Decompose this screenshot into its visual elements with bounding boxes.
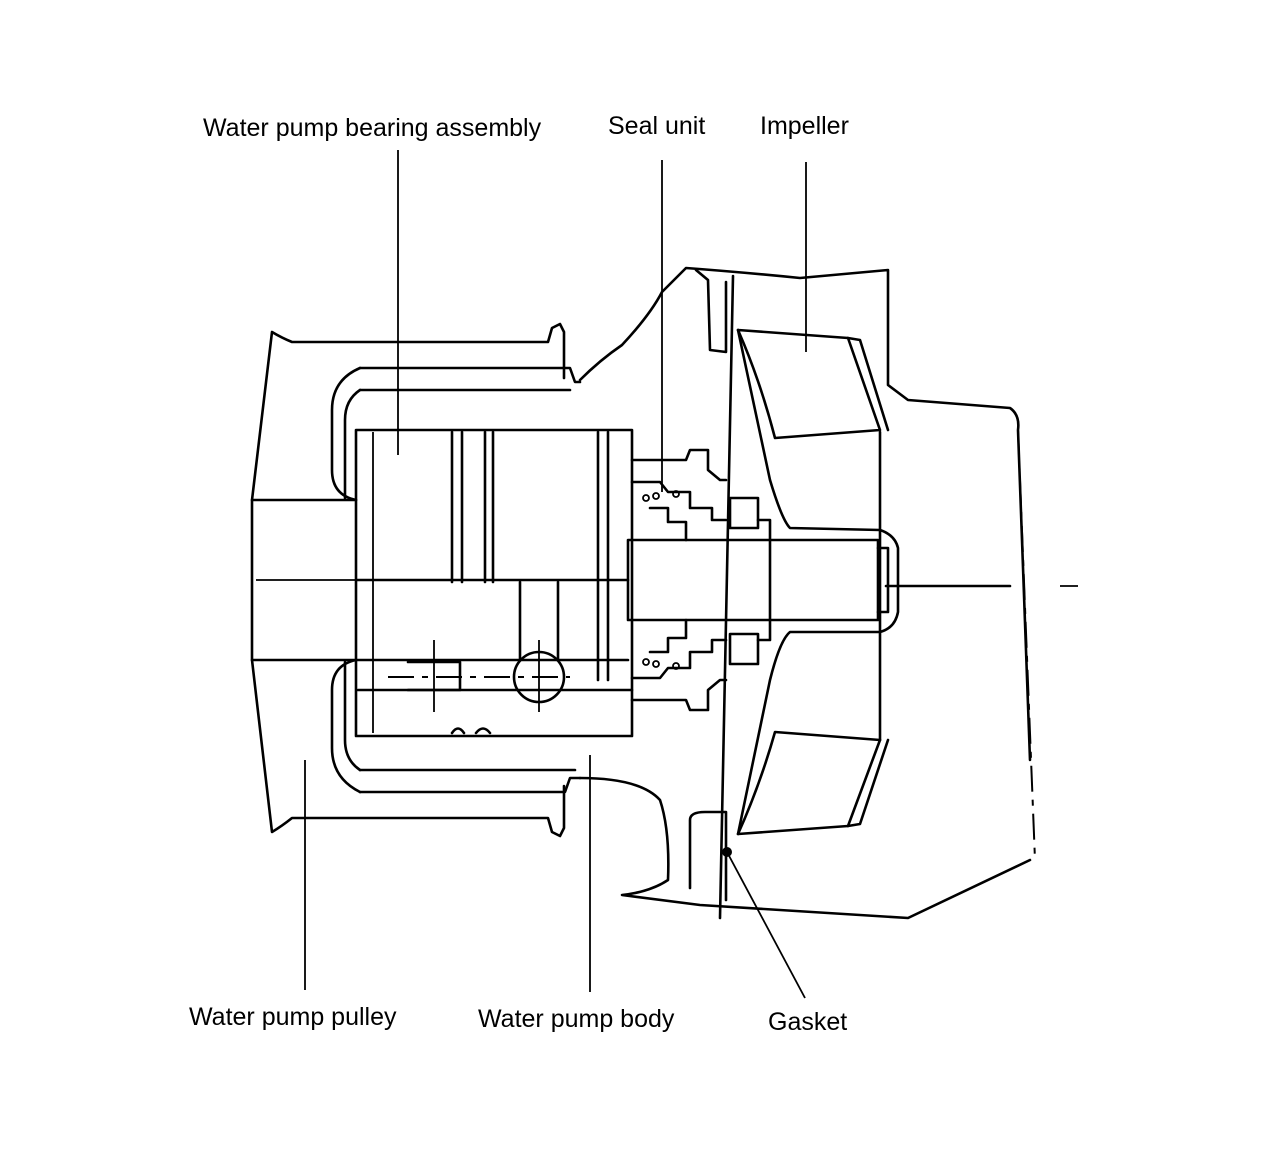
- leader-gasket: [726, 851, 806, 999]
- label-water-pump-pulley: Water pump pulley: [189, 1003, 397, 1031]
- leader-lines: [304, 150, 807, 999]
- label-water-pump-bearing-assembly: Water pump bearing assembly: [203, 114, 542, 142]
- bearing-housing: [354, 428, 634, 738]
- gasket-line: [718, 274, 735, 920]
- seal-unit: [630, 480, 760, 680]
- centre-lines: [718, 274, 1078, 920]
- water-pump-body: [578, 266, 1032, 920]
- label-seal-unit: Seal unit: [608, 112, 705, 140]
- pump-shaft: [250, 498, 890, 662]
- water-pump-pulley: [250, 322, 582, 838]
- label-water-pump-body: Water pump body: [478, 1005, 675, 1033]
- label-gasket: Gasket: [768, 1008, 847, 1036]
- impeller: [736, 328, 900, 836]
- label-impeller: Impeller: [760, 112, 849, 140]
